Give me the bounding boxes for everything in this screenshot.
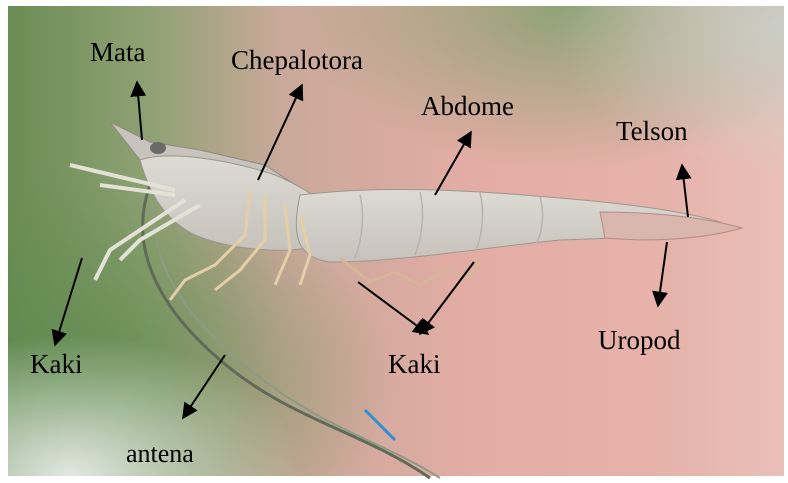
chepalotora-arrow (258, 85, 302, 180)
kaki-center-arrow-1 (358, 282, 428, 334)
label-antena: antena (126, 441, 194, 467)
antena-arrow (183, 355, 225, 418)
label-chepalotora: Chepalotora (231, 47, 363, 74)
mata-arrow (137, 82, 142, 140)
label-kaki-left: Kaki (30, 351, 82, 378)
kaki-left-arrow (55, 258, 82, 345)
label-abdome: Abdome (421, 93, 514, 120)
label-kaki-center: Kaki (388, 351, 440, 378)
abdome-arrow (435, 132, 471, 195)
kaki-center-arrow-2 (420, 262, 474, 334)
uropod-arrow (658, 242, 667, 306)
label-telson: Telson (616, 118, 688, 145)
telson-arrow (682, 165, 688, 217)
label-mata: Mata (90, 39, 145, 66)
label-uropod: Uropod (598, 327, 681, 354)
